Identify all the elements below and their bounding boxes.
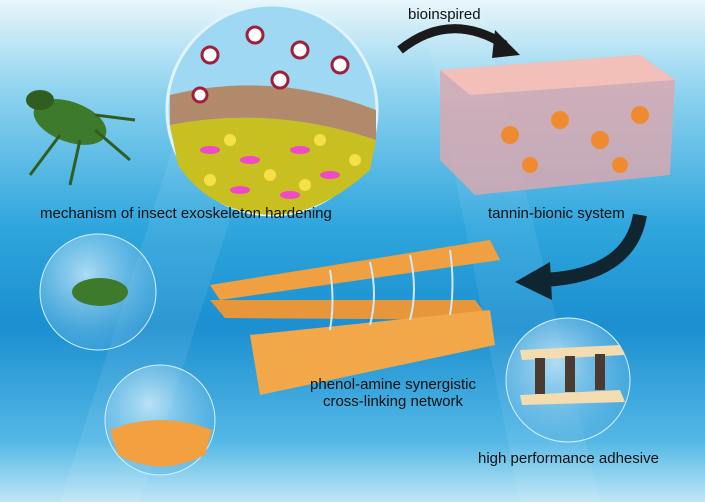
arrow-to-network <box>544 213 647 287</box>
label-mechanism: mechanism of insect exoskeleton hardenin… <box>40 205 332 222</box>
label-network-line1: phenol-amine synergistic <box>310 376 476 393</box>
adhesive-icon <box>520 345 625 405</box>
label-network-line2: cross-linking network <box>322 393 464 410</box>
arrow-bioinspired <box>397 24 508 54</box>
arrow-head <box>492 30 520 58</box>
mechanism-circle <box>165 3 379 217</box>
arrow-head <box>515 262 552 300</box>
label-bioinspired: bioinspired <box>408 6 481 23</box>
beetle-icon <box>72 278 128 306</box>
label-network: phenol-amine synergistic cross-linking n… <box>298 376 488 410</box>
tannin-hydrogel-block <box>440 55 675 195</box>
label-tannin-system: tannin-bionic system <box>488 205 625 222</box>
wood-plates <box>210 240 500 395</box>
beetle-illustration <box>26 90 136 186</box>
label-adhesive: high performance adhesive <box>478 450 659 467</box>
